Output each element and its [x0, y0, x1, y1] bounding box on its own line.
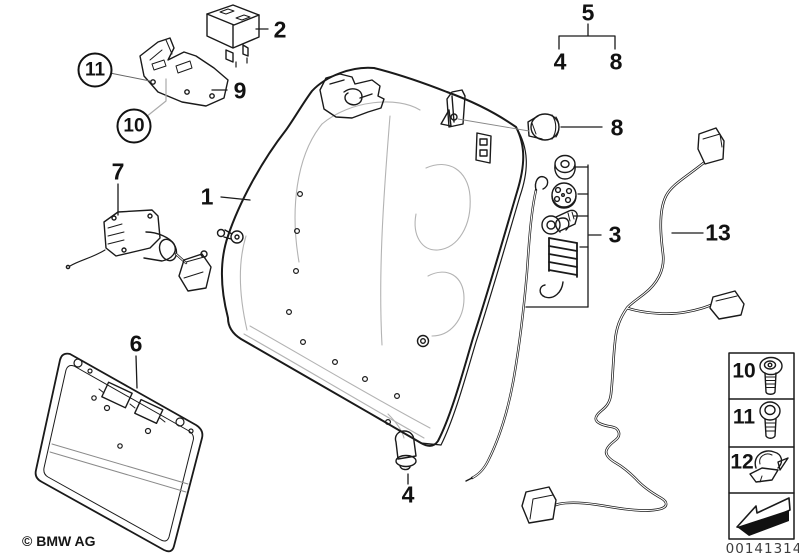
spring-kit-drawing: [539, 154, 578, 299]
button-head-screw-icon: [759, 401, 781, 439]
leader-lines: [109, 23, 704, 485]
callout-9[interactable]: 9: [233, 77, 247, 104]
legend-item-11-label[interactable]: 11: [732, 405, 756, 429]
switch-drawing: [206, 4, 260, 68]
callout-13[interactable]: 13: [705, 219, 731, 246]
callout-2[interactable]: 2: [273, 16, 287, 43]
cable-clip-icon: [749, 450, 789, 483]
legend-item-12-label[interactable]: 12: [730, 450, 754, 474]
image-number: 00141314: [725, 541, 799, 557]
callout-1[interactable]: 1: [200, 183, 214, 210]
rear-panel-drawing: [34, 352, 204, 553]
direction-arrow-icon: [736, 497, 791, 536]
callout-3[interactable]: 3: [608, 221, 622, 248]
wiring-harness-drawing: [521, 127, 745, 524]
callout-5-8[interactable]: 8: [609, 48, 623, 75]
bowden-cable-drawing: [465, 175, 549, 482]
backrest-frame-drawing: [216, 66, 527, 447]
callout-5[interactable]: 5: [581, 0, 595, 26]
callout-4[interactable]: 4: [401, 481, 415, 508]
oval-head-screw-icon: [759, 356, 783, 395]
legend-box-frame: [728, 352, 795, 540]
callout-10-circled[interactable]: 10: [116, 108, 152, 144]
callout-7[interactable]: 7: [111, 158, 125, 185]
expanding-rivet-drawing: [457, 113, 560, 141]
callout-5-4[interactable]: 4: [553, 48, 567, 75]
legend-item-10-label[interactable]: 10: [732, 359, 756, 383]
mounting-bracket-drawing: [139, 37, 229, 107]
screw-drawing: [394, 430, 417, 471]
copyright-notice: © BMW AG: [22, 533, 96, 549]
actuator-drawing: [65, 209, 212, 292]
callout-11-circled[interactable]: 11: [77, 52, 113, 88]
callout-6[interactable]: 6: [129, 330, 143, 357]
callout-8[interactable]: 8: [610, 114, 624, 141]
